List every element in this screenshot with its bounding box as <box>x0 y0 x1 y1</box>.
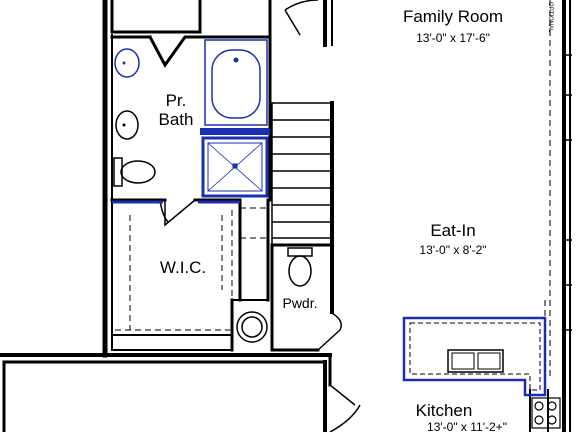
shelf-lines <box>115 0 551 395</box>
pr-bath-label-line2: Bath <box>159 110 194 129</box>
staircase <box>271 102 333 246</box>
optional-side-text: OPTIONAL <box>547 2 553 33</box>
toilet-powder <box>287 247 313 287</box>
kitchen-counter <box>402 316 547 397</box>
eat-in-dims: 13'-0" x 8'-2" <box>419 243 486 257</box>
powder-label: Pwdr. <box>282 295 317 311</box>
kitchen-dims: 13'-0" x 11'-2+" <box>427 420 507 432</box>
family-room-dims: 13'-0" x 17'-6" <box>416 31 490 45</box>
eat-in-label: Eat-In <box>430 221 475 240</box>
sinks <box>114 48 140 140</box>
bathtub <box>200 39 270 135</box>
shower-stall <box>201 136 269 198</box>
kitchen-label: Kitchen <box>416 401 473 420</box>
family-room-label: Family Room <box>403 7 503 26</box>
pr-bath-label-line1: Pr. <box>166 91 187 110</box>
cooktop <box>531 397 561 429</box>
wic-label: W.I.C. <box>160 258 206 277</box>
toilet-bath <box>113 157 156 187</box>
powder-sink <box>236 311 268 343</box>
window-marks <box>562 54 572 331</box>
doors <box>159 0 361 432</box>
